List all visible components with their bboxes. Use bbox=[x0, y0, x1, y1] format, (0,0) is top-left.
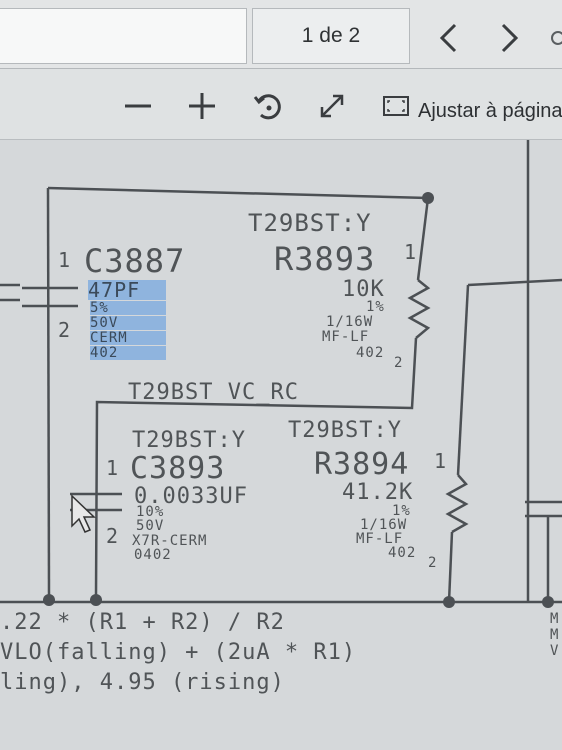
note-line-3: ling), 4.95 (rising) bbox=[0, 670, 285, 695]
view-toolbar bbox=[0, 69, 562, 140]
c3893-name: C3893 bbox=[130, 451, 226, 486]
r3893-value: 10K bbox=[342, 277, 385, 302]
r3894-tolerance: 1% bbox=[392, 503, 411, 519]
c3893-voltage: 50V bbox=[136, 518, 165, 534]
r3893-pin1: 1 bbox=[404, 240, 418, 264]
c3887-size: 402 bbox=[90, 346, 166, 360]
r3894-symbol bbox=[445, 474, 469, 534]
fit-page-label[interactable]: Ajustar à página bbox=[418, 100, 562, 122]
c3893-group: T29BST:Y bbox=[132, 428, 246, 453]
r3893-type: MF-LF bbox=[322, 329, 370, 345]
fit-page-icon[interactable] bbox=[378, 88, 414, 124]
r3893-pin2: 2 bbox=[394, 355, 404, 371]
chevron-right-icon[interactable] bbox=[496, 22, 524, 54]
r3893-power: 1/16W bbox=[326, 314, 374, 330]
r3894-pin2: 2 bbox=[428, 555, 438, 571]
c3893-type: X7R-CERM bbox=[132, 533, 208, 549]
mouse-cursor-icon bbox=[71, 494, 96, 533]
chevron-left-icon[interactable] bbox=[434, 22, 462, 54]
note-line-1: .22 * (R1 + R2) / R2 bbox=[0, 610, 285, 635]
c3893-tolerance: 10% bbox=[136, 504, 165, 520]
c3887-pin2: 2 bbox=[58, 318, 72, 342]
c3887-type: CERM bbox=[90, 331, 166, 345]
c3887-tolerance: 5% bbox=[90, 301, 166, 315]
rotate-icon[interactable] bbox=[250, 88, 286, 124]
r3893-size: 402 bbox=[356, 345, 385, 361]
c3893-pin2: 2 bbox=[106, 524, 120, 548]
edge-letter-3: V bbox=[550, 643, 560, 659]
r3893-tolerance: 1% bbox=[366, 299, 385, 315]
note-line-2: VLO(falling) + (2uA * R1) bbox=[0, 640, 357, 665]
edge-letter-2: M bbox=[550, 627, 560, 643]
minus-icon[interactable] bbox=[120, 88, 156, 124]
schematic-wires bbox=[0, 140, 562, 608]
net-label: T29BST_VC_RC bbox=[128, 380, 299, 405]
r3894-group: T29BST:Y bbox=[288, 418, 402, 443]
r3894-power: 1/16W bbox=[360, 517, 408, 533]
page-indicator[interactable]: 1 de 2 bbox=[252, 8, 410, 64]
c3887-voltage: 50V bbox=[90, 316, 166, 330]
r3893-name: R3893 bbox=[274, 240, 376, 278]
r3894-pin1: 1 bbox=[434, 449, 448, 473]
document-canvas bbox=[0, 140, 562, 750]
scroll-indicator-icon bbox=[548, 22, 562, 54]
c3887-name: C3887 bbox=[84, 242, 186, 280]
r3894-value: 41.2K bbox=[342, 480, 414, 505]
c3887-value: 47PF bbox=[88, 280, 166, 300]
search-input[interactable] bbox=[0, 8, 247, 64]
c3893-size: 0402 bbox=[134, 547, 172, 563]
r3893-group: T29BST:Y bbox=[248, 209, 372, 237]
edge-letter-1: M bbox=[550, 611, 560, 627]
r3894-size: 402 bbox=[388, 545, 417, 561]
r3894-name: R3894 bbox=[314, 447, 410, 482]
expand-icon[interactable] bbox=[314, 88, 350, 124]
c3893-value: 0.0033UF bbox=[134, 484, 248, 509]
r3894-type: MF-LF bbox=[356, 531, 404, 547]
c3887-pin1: 1 bbox=[58, 248, 72, 272]
r3893-symbol bbox=[407, 279, 431, 339]
plus-icon[interactable] bbox=[184, 88, 220, 124]
c3893-pin1: 1 bbox=[106, 456, 120, 480]
